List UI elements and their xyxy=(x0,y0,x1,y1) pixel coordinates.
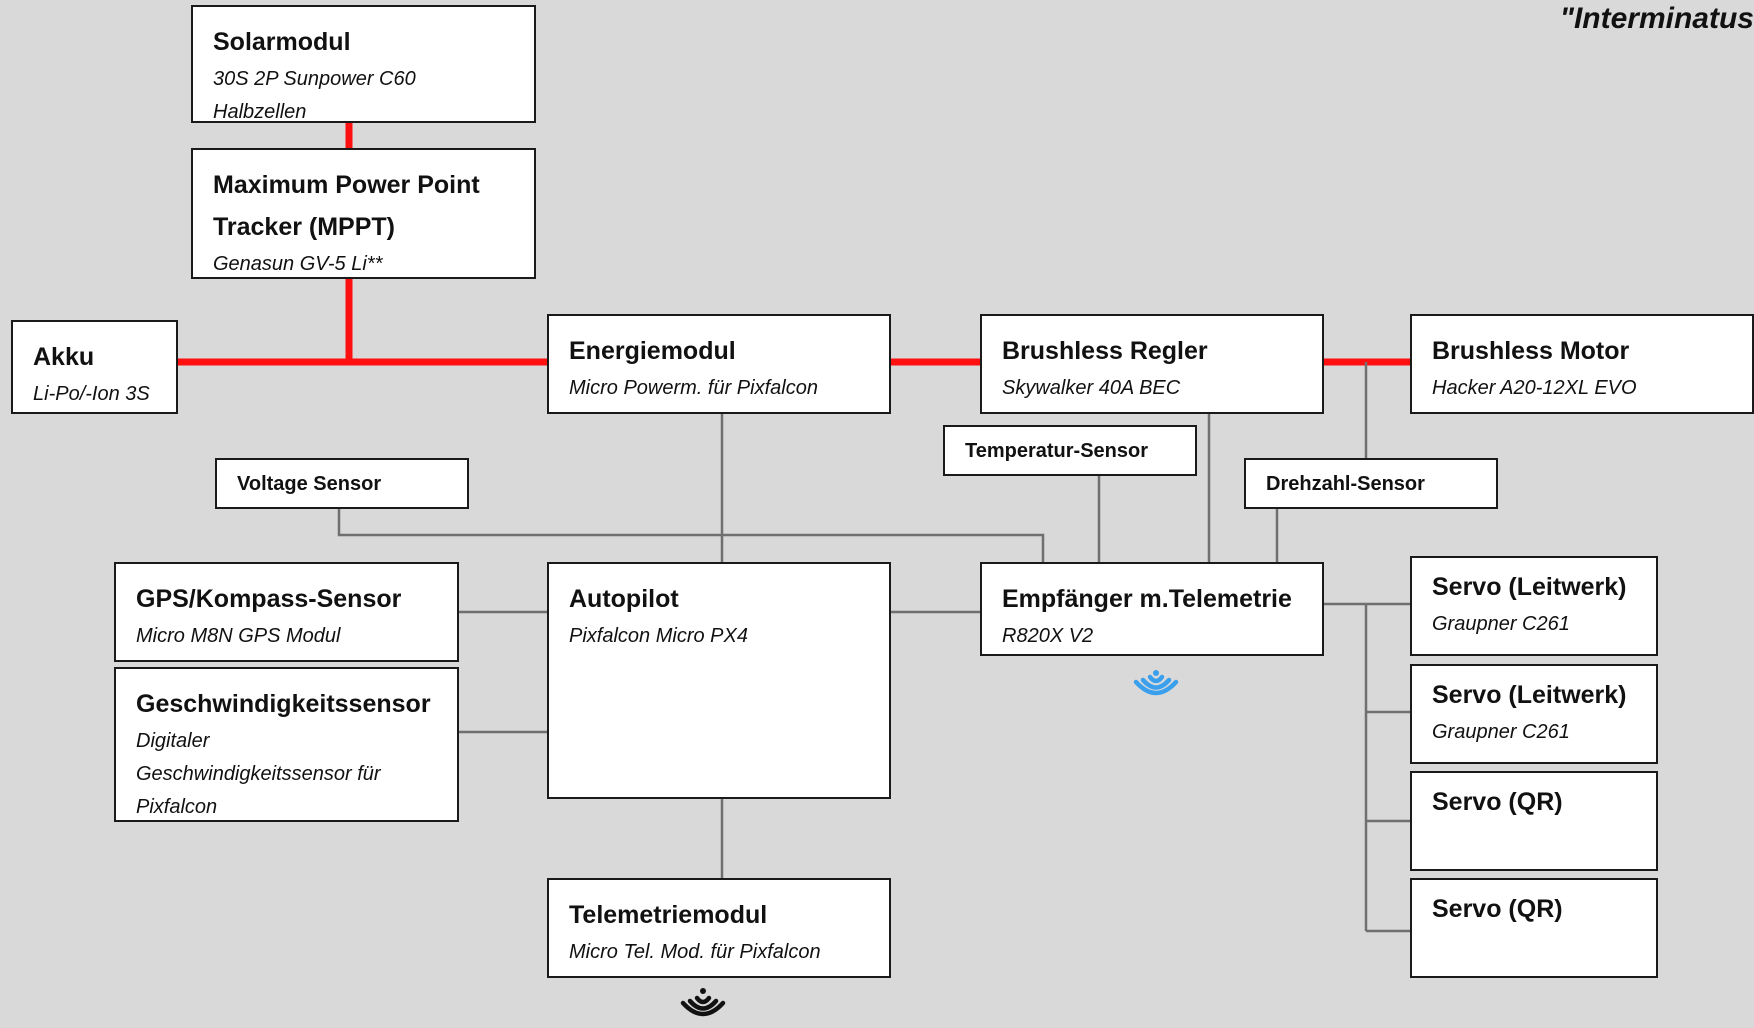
box-autopilot: Autopilot Pixfalcon Micro PX4 xyxy=(547,562,891,799)
telemetrie-title: Telemetriemodul xyxy=(569,901,768,929)
box-gps-kompass: GPS/Kompass-Sensor Micro M8N GPS Modul xyxy=(114,562,459,662)
speed-subtitle-line1: Digitaler xyxy=(136,730,210,752)
wifi-signal-icon xyxy=(680,988,726,1017)
signal-line-voltage-empfaenger xyxy=(337,509,1045,562)
motor-title: Brushless Motor xyxy=(1432,337,1630,365)
box-akku: Akku Li-Po/-Ion 3S xyxy=(11,320,178,414)
empfaenger-subtitle: R820X V2 xyxy=(1002,625,1094,647)
servo3-title: Servo (QR) xyxy=(1432,788,1563,816)
box-drehzahl-sensor: Drehzahl-Sensor xyxy=(1244,458,1498,509)
mppt-title-line2: Tracker (MPPT) xyxy=(213,213,396,241)
box-mppt: Maximum Power Point Tracker (MPPT) Genas… xyxy=(191,148,536,279)
mppt-title-line1: Maximum Power Point xyxy=(213,171,480,199)
gps-subtitle: Micro M8N GPS Modul xyxy=(136,625,341,647)
box-solarmodul: Solarmodul 30S 2P Sunpower C60 Halbzelle… xyxy=(191,5,536,123)
gps-title: GPS/Kompass-Sensor xyxy=(136,585,402,613)
akku-subtitle: Li-Po/-Ion 3S xyxy=(33,383,150,405)
box-telemetriemodul: Telemetriemodul Micro Tel. Mod. für Pixf… xyxy=(547,878,891,978)
box-servo-leitwerk-1: Servo (Leitwerk) Graupner C261 xyxy=(1410,556,1658,656)
solarmodul-subtitle-line2: Halbzellen xyxy=(213,101,307,123)
empfaenger-title: Empfänger m.Telemetrie xyxy=(1002,585,1292,613)
drehzahl-title: Drehzahl-Sensor xyxy=(1266,473,1425,495)
autopilot-title: Autopilot xyxy=(569,585,679,613)
servo2-subtitle: Graupner C261 xyxy=(1432,721,1570,743)
energiemodul-subtitle: Micro Powerm. für Pixfalcon xyxy=(569,377,818,399)
signal-lines xyxy=(337,362,1410,933)
speed-subtitle-line2: Geschwindigkeitssensor für xyxy=(136,763,381,785)
telemetrie-subtitle: Micro Tel. Mod. für Pixfalcon xyxy=(569,941,821,963)
diagram-title: "Interminatus xyxy=(1559,2,1754,35)
box-energiemodul: Energiemodul Micro Powerm. für Pixfalcon xyxy=(547,314,891,414)
wifi-signal-icon xyxy=(1133,670,1179,696)
servo1-title: Servo (Leitwerk) xyxy=(1432,573,1627,601)
box-voltage-sensor: Voltage Sensor xyxy=(215,458,469,509)
servo2-title: Servo (Leitwerk) xyxy=(1432,681,1627,709)
box-geschwindigkeitssensor: Geschwindigkeitssensor Digitaler Geschwi… xyxy=(114,667,459,822)
box-servo-qr-2: Servo (QR) xyxy=(1410,878,1658,978)
energiemodul-title: Energiemodul xyxy=(569,337,736,365)
motor-subtitle: Hacker A20-12XL EVO xyxy=(1432,377,1637,399)
speed-subtitle-line3: Pixfalcon xyxy=(136,796,218,818)
box-empfaenger: Empfänger m.Telemetrie R820X V2 xyxy=(980,562,1324,656)
regler-subtitle: Skywalker 40A BEC xyxy=(1002,377,1181,399)
autopilot-subtitle: Pixfalcon Micro PX4 xyxy=(569,625,748,647)
solarmodul-title: Solarmodul xyxy=(213,28,351,56)
regler-title: Brushless Regler xyxy=(1002,337,1208,365)
box-servo-qr-1: Servo (QR) xyxy=(1410,771,1658,871)
akku-title: Akku xyxy=(33,343,95,371)
servo1-subtitle: Graupner C261 xyxy=(1432,613,1570,635)
box-servo-leitwerk-2: Servo (Leitwerk) Graupner C261 xyxy=(1410,664,1658,764)
box-temperatur-sensor: Temperatur-Sensor xyxy=(943,425,1197,476)
temp-title: Temperatur-Sensor xyxy=(965,440,1149,462)
box-brushless-regler: Brushless Regler Skywalker 40A BEC xyxy=(980,314,1324,414)
speed-title: Geschwindigkeitssensor xyxy=(136,690,431,718)
box-brushless-motor: Brushless Motor Hacker A20-12XL EVO xyxy=(1410,314,1754,414)
mppt-subtitle: Genasun GV-5 Li** xyxy=(213,253,383,275)
voltage-title: Voltage Sensor xyxy=(237,473,382,495)
solarmodul-subtitle-line1: 30S 2P Sunpower C60 xyxy=(213,68,416,90)
servo4-title: Servo (QR) xyxy=(1432,895,1563,923)
